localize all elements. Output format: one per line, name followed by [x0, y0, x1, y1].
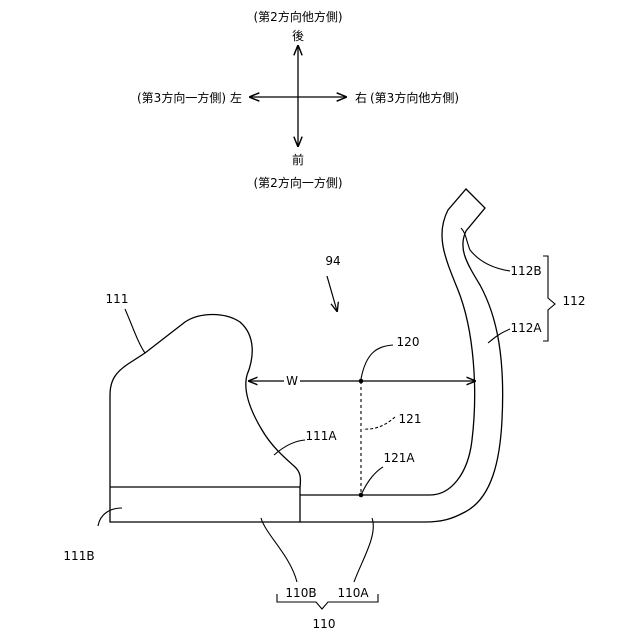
leader-111 [125, 309, 145, 353]
label-121A: 121A [383, 451, 415, 465]
point-121A-dot [359, 493, 364, 498]
leader-110A [354, 518, 373, 582]
leader-111A [274, 440, 305, 455]
point-120-dot [359, 379, 364, 384]
leader-121A [362, 467, 383, 493]
label-121: 121 [399, 412, 422, 426]
left-label: 左 [230, 90, 242, 105]
label-111: 111 [106, 292, 129, 306]
label-110B: 110B [285, 586, 316, 600]
right-note-label: (第3方向他方側) [370, 90, 459, 105]
label-112: 112 [563, 294, 586, 308]
width-label: W [286, 374, 298, 388]
front-label: 前 [292, 152, 304, 167]
figure-reference: 94 [325, 254, 340, 311]
hook-112-outline [300, 189, 503, 522]
measurement-points [359, 379, 364, 498]
back-note-label: (第2方向他方側) [254, 9, 343, 24]
label-111A: 111A [305, 429, 337, 443]
label-120: 120 [397, 335, 420, 349]
brace-112 [543, 256, 555, 341]
back-label: 後 [292, 29, 304, 43]
label-110: 110 [313, 617, 336, 631]
left-note-label: (第3方向一方側) [137, 90, 226, 105]
leader-120 [361, 345, 393, 379]
front-note-label: (第2方向一方側) [254, 175, 343, 190]
fig-ref-arrow [327, 276, 337, 311]
part-outline [110, 189, 503, 522]
block-111-outline [110, 315, 300, 523]
leader-lines [98, 228, 510, 582]
direction-compass: (第2方向他方側) 後 前 (第2方向一方側) (第3方向一方側) 左 右 (第… [137, 9, 459, 190]
label-111B: 111B [63, 549, 94, 563]
label-112B: 112B [510, 264, 541, 278]
label-112A: 112A [510, 321, 542, 335]
right-label: 右 [355, 90, 367, 105]
fig-ref-label: 94 [325, 254, 340, 268]
leader-110B [261, 518, 297, 582]
leader-121 [363, 417, 395, 429]
label-110A: 110A [337, 586, 369, 600]
part-labels: 111 111A 111B 110B 110A 110 120 121 121A… [63, 264, 585, 631]
